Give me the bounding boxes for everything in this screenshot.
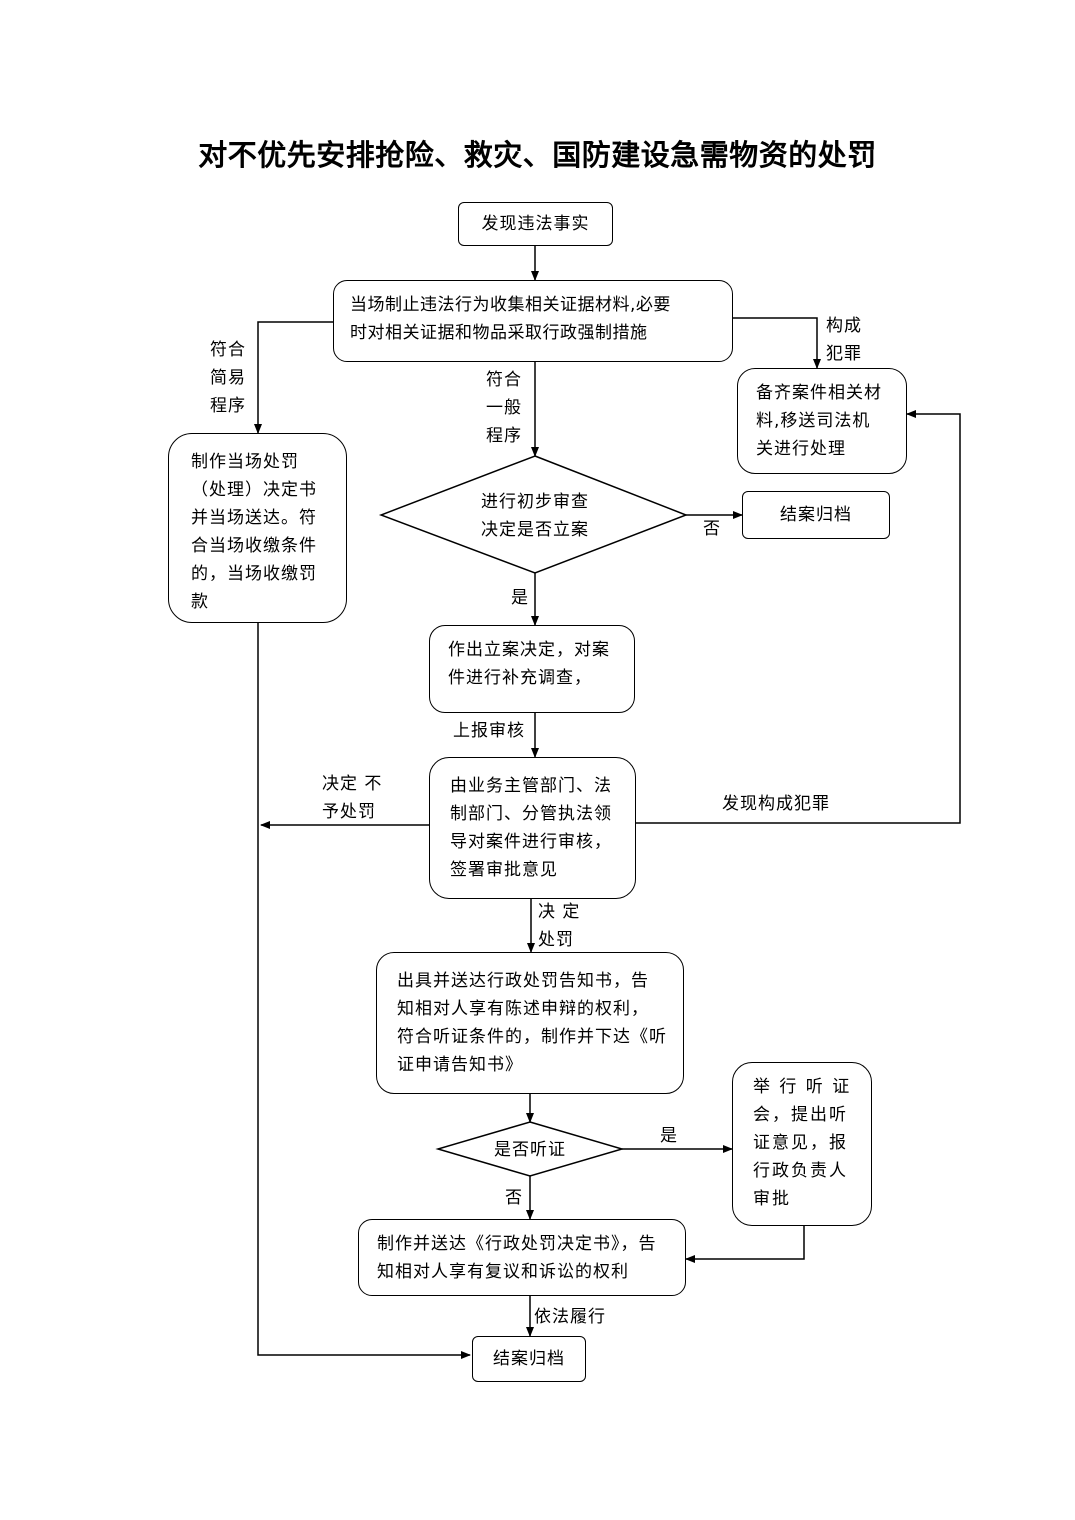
node-notice: 出具并送达行政处罚告知书，告 知相对人享有陈述申辩的权利， 符合听证条件的，制作… — [376, 952, 684, 1094]
arrow-dept-to-transfer — [636, 410, 961, 824]
page-title: 对不优先安排抢险、救灾、国防建设急需物资的处罚 — [198, 138, 877, 172]
label-general: 符合 一般 程序 — [486, 370, 522, 446]
arrow-stop-to-transfer — [733, 317, 821, 369]
label-no-hearing: 否 — [505, 1188, 523, 1208]
node-preliminary-review: 进行初步审查 决定是否立案 — [481, 492, 589, 540]
label-crime-found: 发现构成犯罪 — [722, 794, 830, 814]
label-no-top: 否 — [703, 519, 721, 539]
label-penalty: 决 定 处罚 — [538, 902, 581, 950]
node-close-case-bottom: 结案归档 — [472, 1336, 586, 1382]
node-file-case: 作出立案决定，对案 件进行补充调查， — [429, 625, 635, 713]
node-hearing-question: 是否听证 — [494, 1140, 566, 1160]
node-transfer-judicial: 备齐案件相关材 料,移送司法机 关进行处理 — [737, 368, 907, 474]
review-diamond — [378, 455, 689, 574]
label-yes-case: 是 — [511, 588, 529, 608]
node-stop-collect: 当场制止违法行为收集相关证据材料,必要 时对相关证据和物品采取行政强制措施 — [333, 280, 733, 362]
arrow-simple-to-close — [257, 623, 471, 1359]
arrow-hold-to-decision — [685, 1226, 805, 1263]
node-decision-doc: 制作并送达《行政处罚决定书》，告 知相对人享有复议和诉讼的权利 — [358, 1219, 686, 1296]
node-hold-hearing: 举 行 听 证 会，提出听 证意见，报 行政负责人 审批 — [732, 1062, 872, 1226]
node-close-case-top: 结案归档 — [742, 491, 890, 539]
node-discover: 发现违法事实 — [458, 202, 613, 246]
node-simple-decision: 制作当场处罚 （处理）决定书 并当场送达。符 合当场收缴条件 的，当场收缴罚 款 — [168, 433, 347, 623]
node-dept-review: 由业务主管部门、法 制部门、分管执法领 导对案件进行审核， 签署审批意见 — [429, 757, 636, 899]
label-yes-hearing: 是 — [660, 1126, 678, 1146]
label-crime: 构成 犯罪 — [826, 316, 862, 364]
label-comply: 依法履行 — [534, 1307, 606, 1327]
label-no-penalty: 决定 不 予处罚 — [322, 774, 383, 822]
label-report-review: 上报审核 — [453, 721, 525, 741]
arrow-stop-to-simple — [254, 321, 333, 434]
label-simple: 符合 简易 程序 — [210, 340, 246, 416]
hearing-diamond — [435, 1121, 625, 1177]
